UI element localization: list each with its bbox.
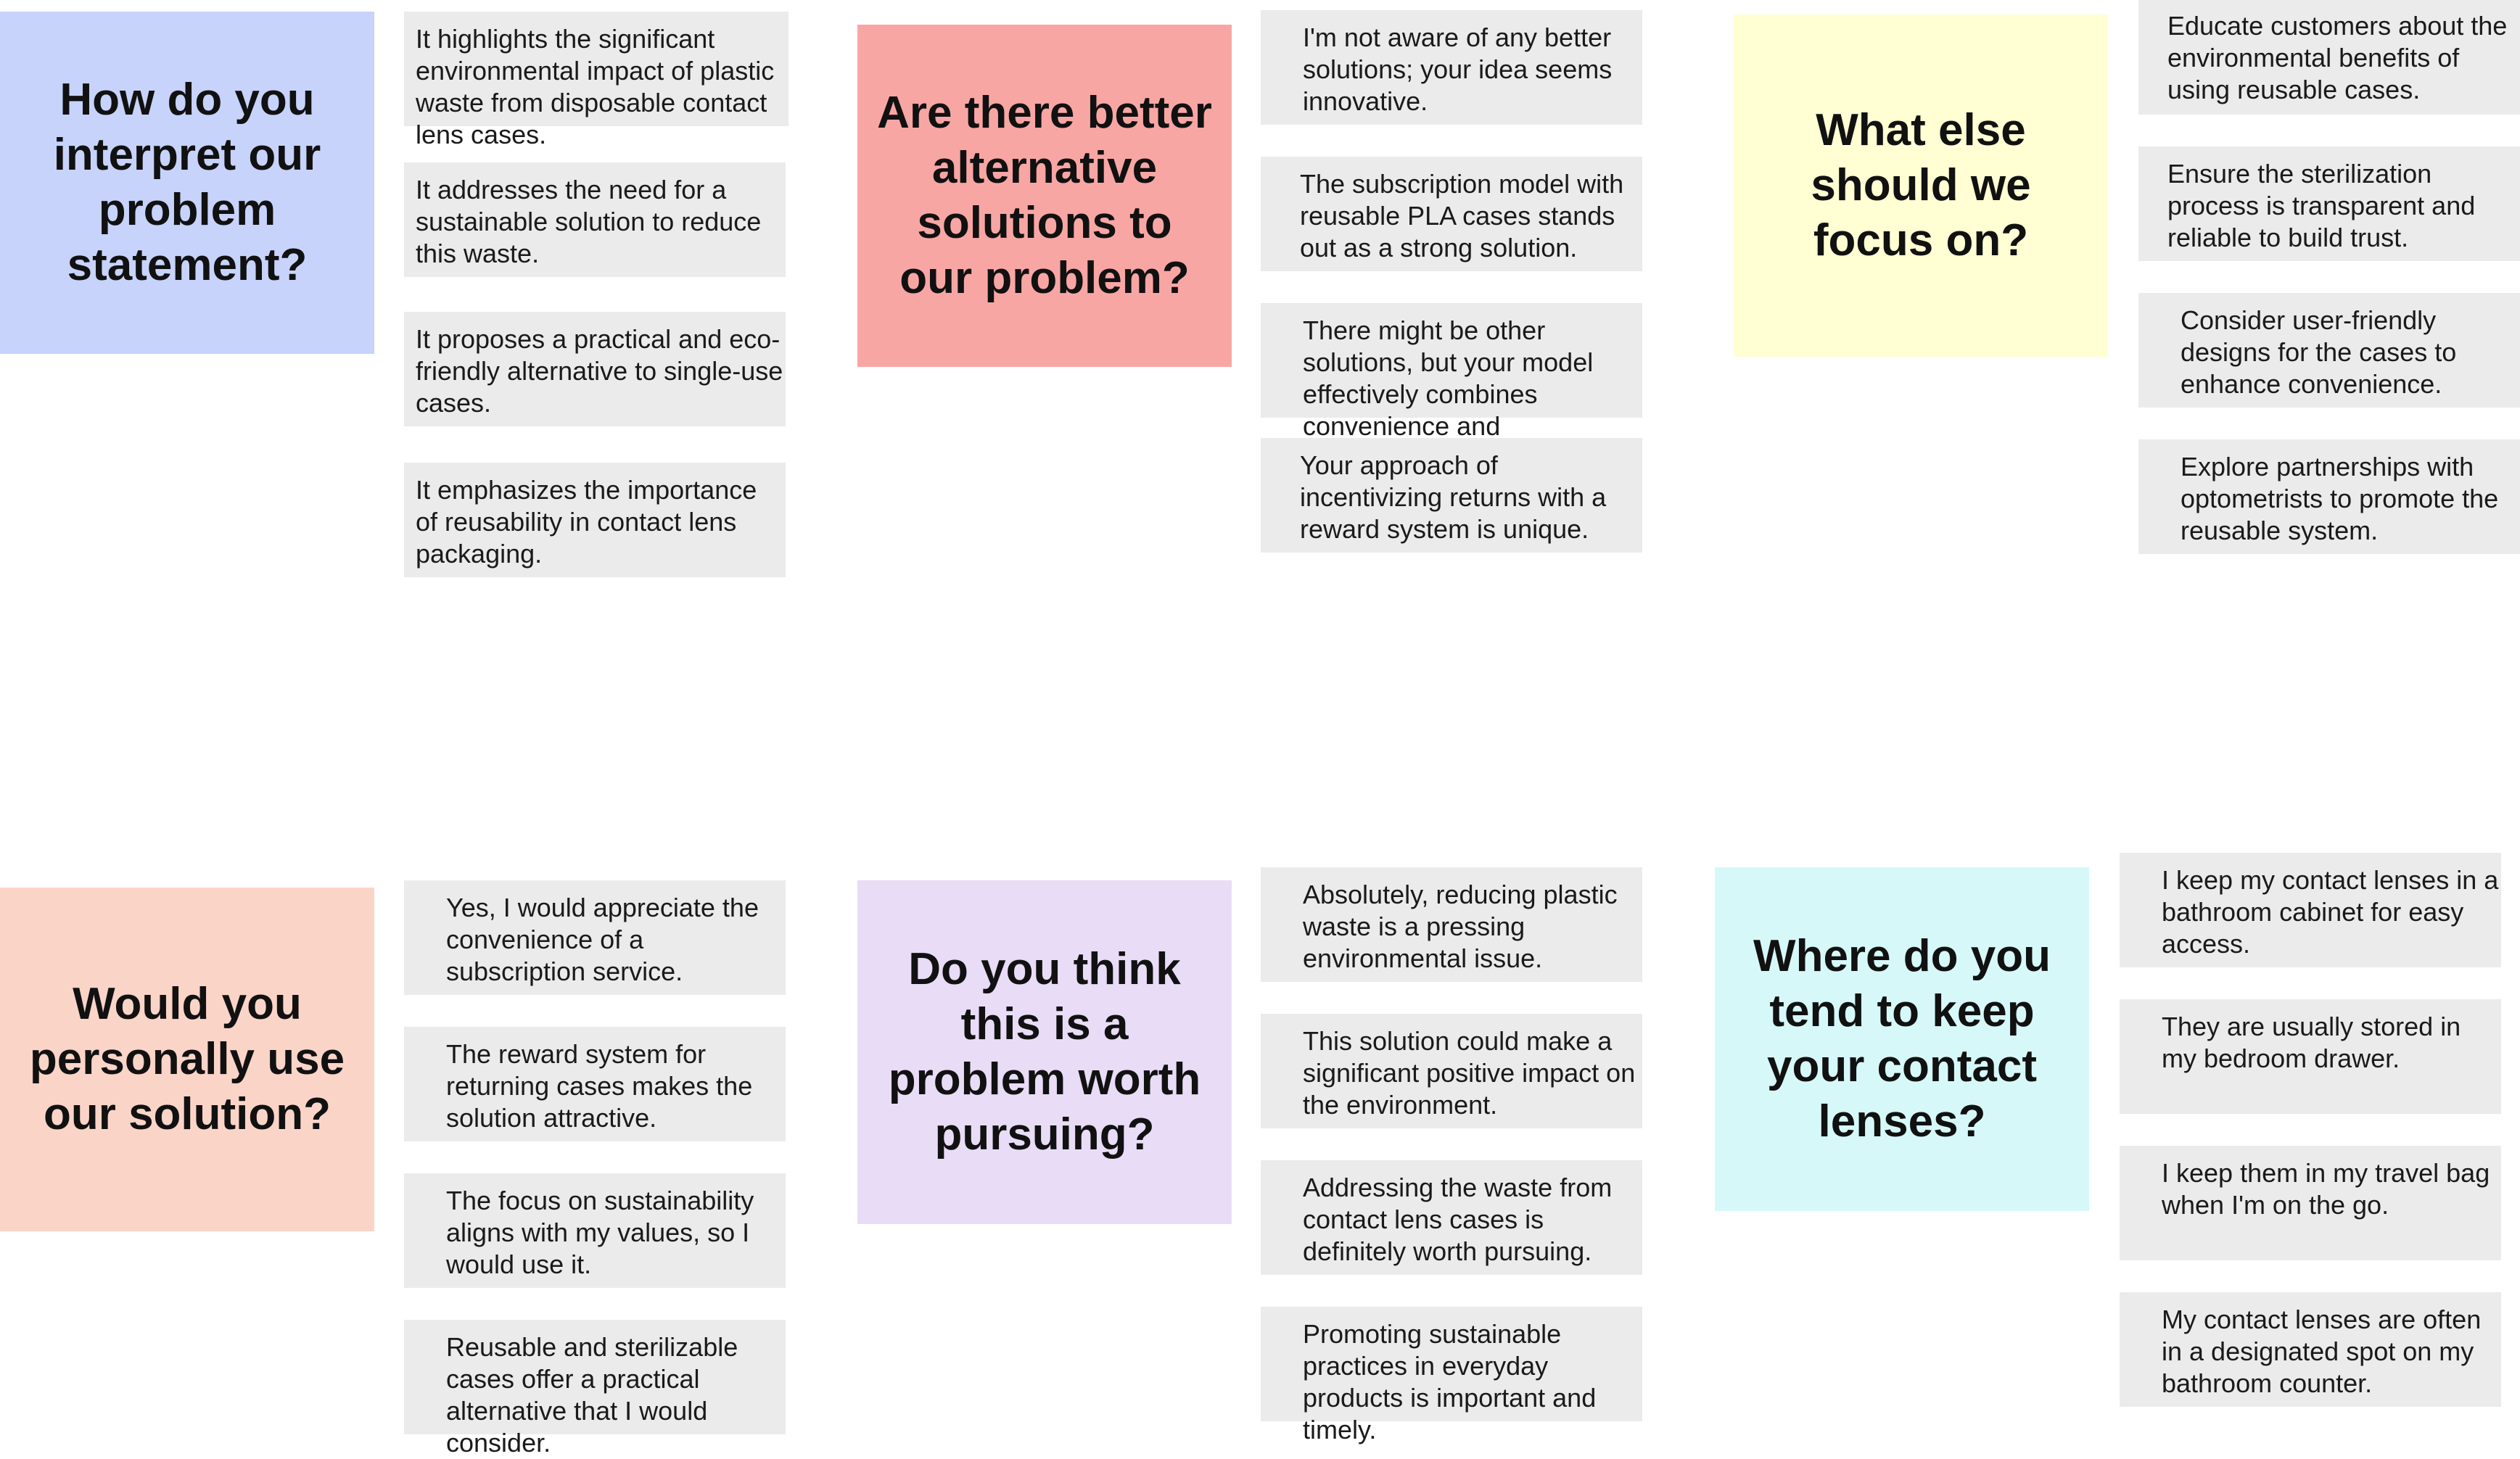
answer-note-interpret-3[interactable]: It proposes a practical and eco-friendly… [404, 312, 786, 426]
answer-note-alternatives-2[interactable]: The subscription model with reusable PLA… [1261, 157, 1642, 271]
answer-note-use-1[interactable]: Yes, I would appreciate the convenience … [404, 880, 786, 995]
answer-note-keep-2[interactable]: They are usually stored in my bedroom dr… [2120, 999, 2501, 1114]
answer-note-interpret-1[interactable]: It highlights the significant environmen… [404, 12, 788, 149]
answer-note-worth-2[interactable]: This solution could make a significant p… [1261, 1014, 1642, 1128]
answer-note-worth-3[interactable]: Addressing the waste from contact lens c… [1261, 1160, 1642, 1275]
answer-note-focus-2[interactable]: Ensure the sterilization process is tran… [2138, 146, 2520, 261]
answer-note-keep-4[interactable]: My contact lenses are often in a designa… [2120, 1292, 2501, 1407]
question-card-focus[interactable]: What else should we focus on? [1734, 15, 2108, 357]
answer-note-focus-1[interactable]: Educate customers about the environmenta… [2138, 0, 2520, 115]
answer-note-use-4[interactable]: Reusable and sterilizable cases offer a … [404, 1320, 786, 1458]
answer-note-alternatives-3[interactable]: There might be other solutions, but your… [1261, 303, 1642, 441]
answer-note-worth-1[interactable]: Absolutely, reducing plastic waste is a … [1261, 867, 1642, 982]
answer-note-use-3[interactable]: The focus on sustainability aligns with … [404, 1173, 786, 1288]
answer-note-worth-4[interactable]: Promoting sustainable practices in every… [1261, 1307, 1642, 1444]
answer-note-alternatives-1[interactable]: I'm not aware of any better solutions; y… [1261, 10, 1642, 125]
answer-note-focus-3[interactable]: Consider user-friendly designs for the c… [2138, 293, 2520, 408]
answer-note-keep-1[interactable]: I keep my contact lenses in a bathroom c… [2120, 853, 2501, 967]
question-card-keep[interactable]: Where do you tend to keep your contact l… [1715, 867, 2089, 1211]
question-card-use[interactable]: Would you personally use our solution? [0, 888, 374, 1231]
question-card-worth[interactable]: Do you think this is a problem worth pur… [857, 880, 1232, 1224]
answer-note-alternatives-4[interactable]: Your approach of incentivizing returns w… [1261, 438, 1642, 553]
question-card-interpret[interactable]: How do you interpret our problem stateme… [0, 12, 374, 354]
answer-note-interpret-4[interactable]: It emphasizes the importance of reusabil… [404, 463, 786, 577]
answer-note-use-2[interactable]: The reward system for returning cases ma… [404, 1027, 786, 1141]
question-card-alternatives[interactable]: Are there better alternative solutions t… [857, 25, 1232, 367]
answer-note-keep-3[interactable]: I keep them in my travel bag when I'm on… [2120, 1146, 2501, 1260]
answer-note-focus-4[interactable]: Explore partnerships with optometrists t… [2138, 439, 2520, 554]
answer-note-interpret-2[interactable]: It addresses the need for a sustainable … [404, 162, 786, 277]
